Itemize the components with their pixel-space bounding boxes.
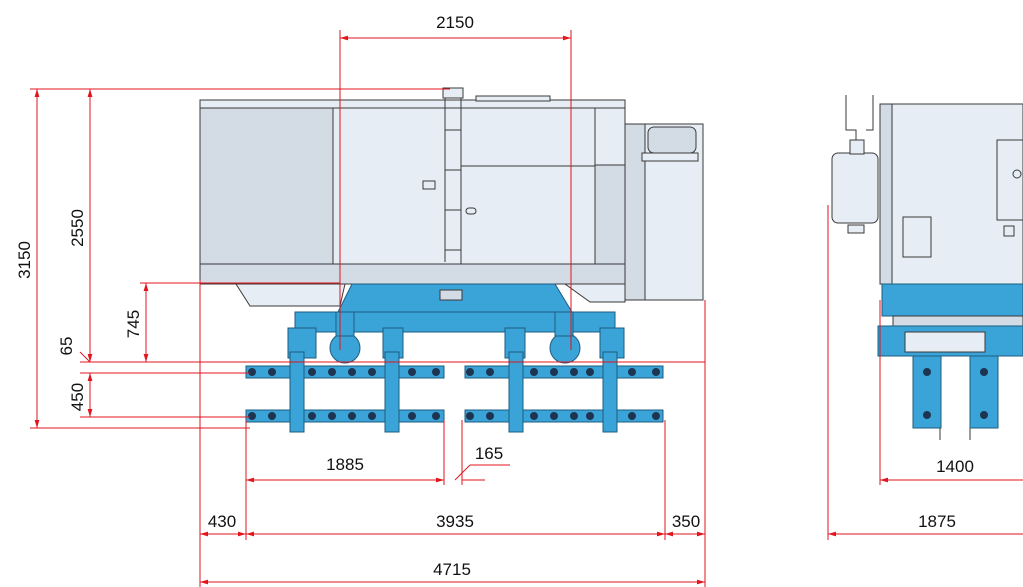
dim-350: 350 bbox=[672, 512, 700, 531]
side-view-machine bbox=[199, 87, 704, 433]
dim-1400: 1400 bbox=[936, 457, 974, 476]
dim-745: 745 bbox=[124, 310, 143, 338]
dim-3935: 3935 bbox=[436, 512, 474, 531]
dim-450: 450 bbox=[68, 383, 87, 411]
dim-165: 165 bbox=[475, 444, 503, 463]
dim-2550: 2550 bbox=[68, 209, 87, 247]
front-view-machine bbox=[831, 95, 1023, 440]
front-view-dimensions: 1400 1875 bbox=[827, 205, 1023, 540]
dim-1885: 1885 bbox=[326, 455, 364, 474]
dim-65: 65 bbox=[57, 337, 76, 356]
dim-3150: 3150 bbox=[15, 241, 34, 279]
dim-1875: 1875 bbox=[918, 512, 956, 531]
side-view-dimensions: 2150 3150 2550 745 65 450 1885 165 430 3… bbox=[15, 13, 706, 587]
dim-430: 430 bbox=[208, 512, 236, 531]
dim-4715: 4715 bbox=[433, 560, 471, 579]
dim-2150: 2150 bbox=[436, 13, 474, 32]
